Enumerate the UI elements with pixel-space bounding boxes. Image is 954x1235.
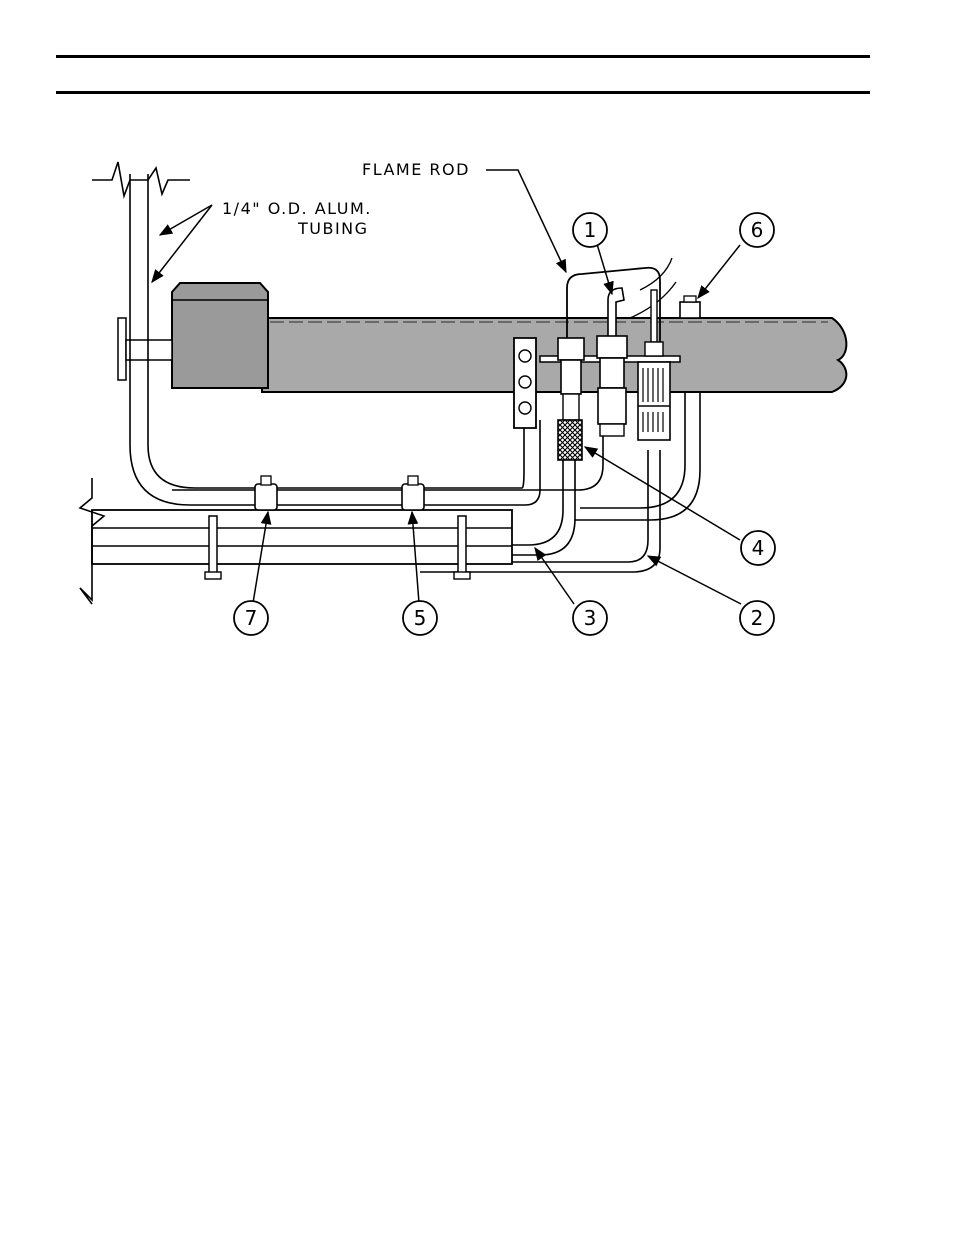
break-line-top xyxy=(92,162,190,196)
pipe-top-fitting xyxy=(680,296,700,318)
burner-pipe xyxy=(262,318,846,392)
callout-1-number: 1 xyxy=(584,218,597,242)
terminal-block xyxy=(514,338,536,428)
callout-4: 4 xyxy=(741,531,775,565)
callout-2-number: 2 xyxy=(751,606,764,630)
callout-5: 5 xyxy=(403,601,437,635)
burner-head xyxy=(172,283,268,388)
callout-2: 2 xyxy=(740,601,774,635)
label-tubing-line1: 1/4" O.D. ALUM. xyxy=(222,199,372,218)
label-flame-rod: FLAME ROD xyxy=(362,160,470,179)
callout-5-number: 5 xyxy=(414,606,427,630)
label-tubing-line2: TUBING xyxy=(297,219,369,238)
callout-6-number: 6 xyxy=(751,218,764,242)
callout-7: 7 xyxy=(234,601,268,635)
callout-3-number: 3 xyxy=(584,606,597,630)
callout-1: 1 xyxy=(573,213,607,247)
flame-rod-knurled-connector xyxy=(558,420,582,460)
support-bracket xyxy=(118,318,172,380)
callout-7-number: 7 xyxy=(245,606,258,630)
callout-6: 6 xyxy=(740,213,774,247)
callout-4-number: 4 xyxy=(752,536,765,560)
callout-3: 3 xyxy=(573,601,607,635)
support-rail xyxy=(80,478,512,604)
tube-clamp-left xyxy=(255,476,277,510)
tube-clamp-right xyxy=(402,476,424,510)
thermocouple xyxy=(638,290,670,440)
